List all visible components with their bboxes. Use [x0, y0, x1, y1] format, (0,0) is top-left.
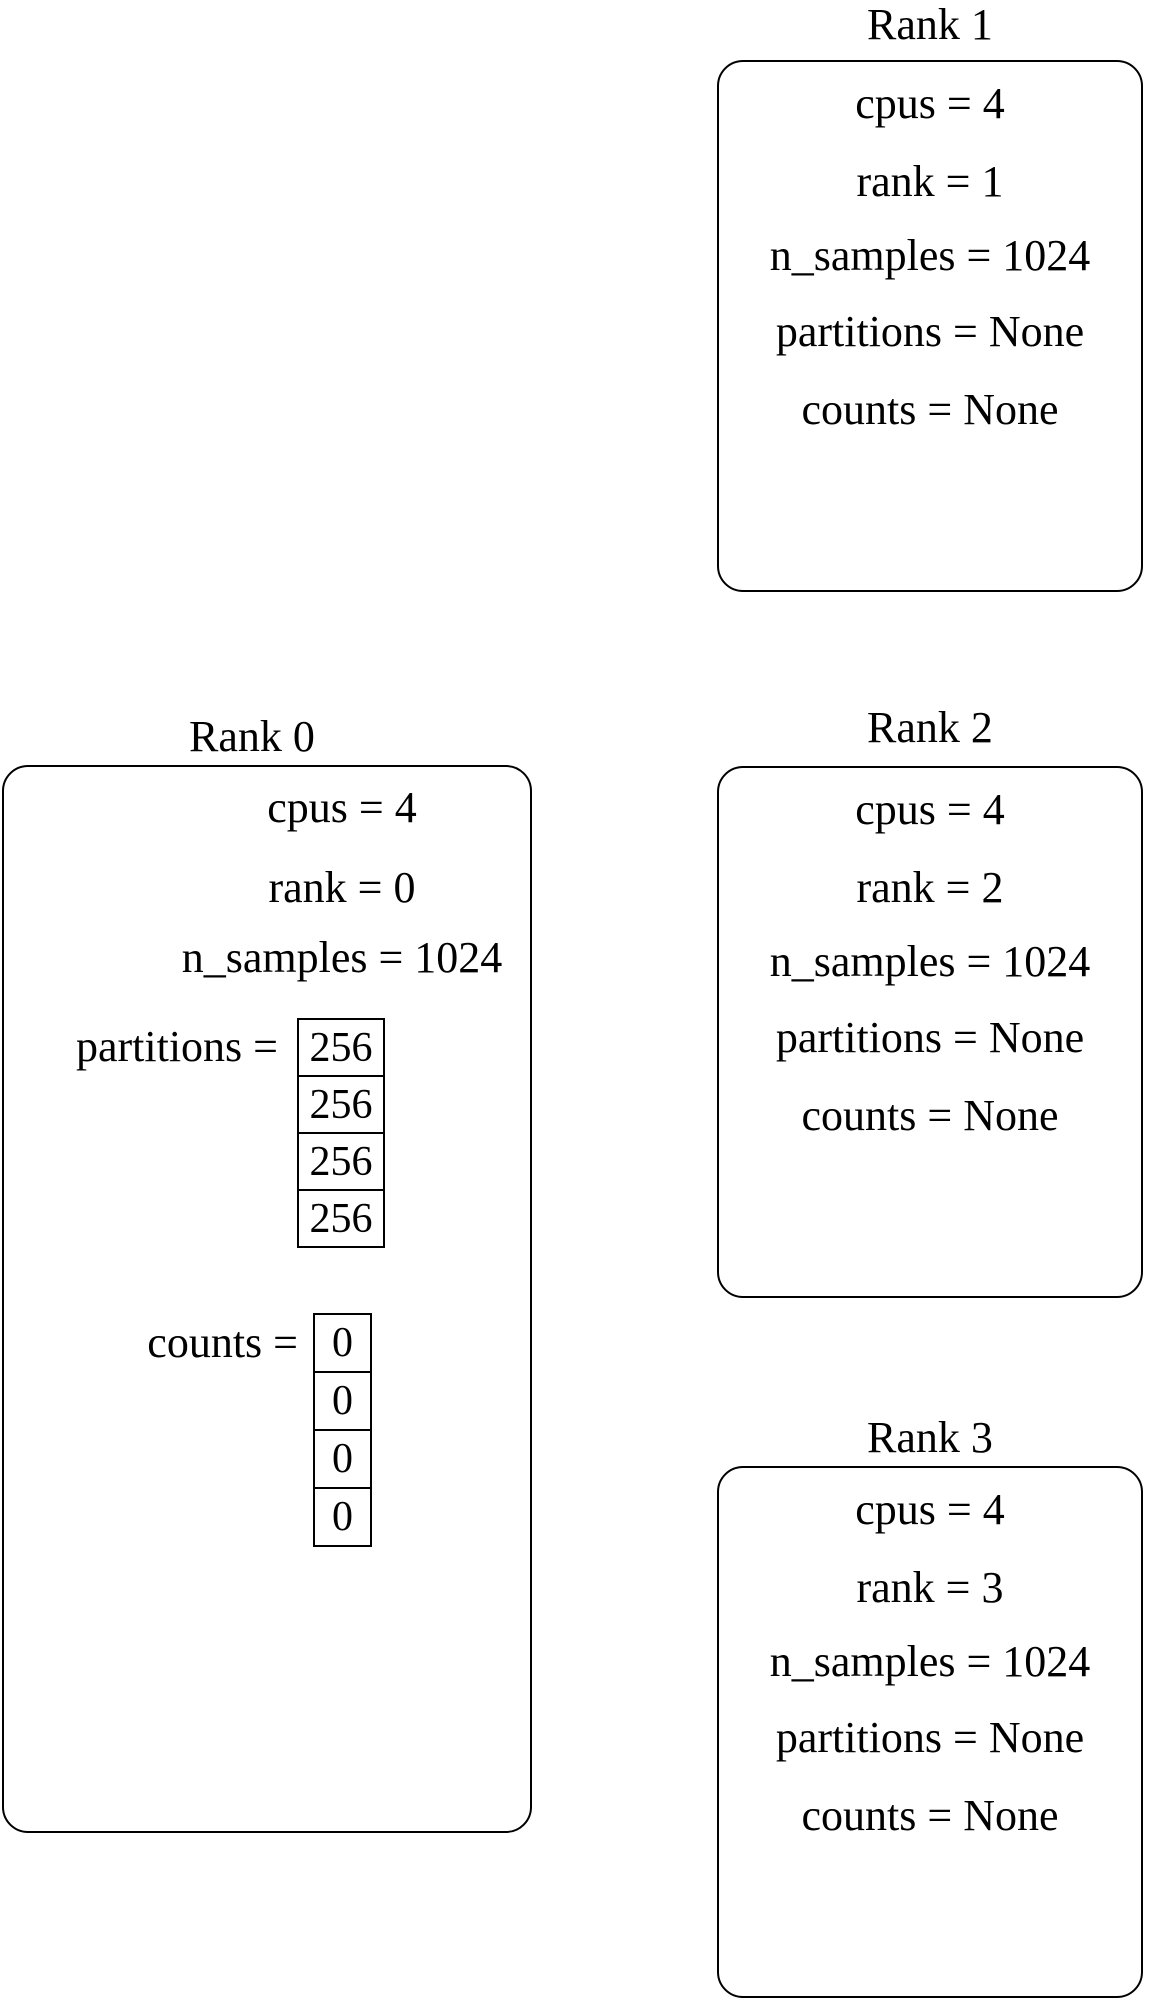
- rank-2-field-cpus: cpus = 4: [855, 785, 1005, 834]
- rank-0-partitions-label: partitions =: [75, 1022, 278, 1071]
- rank-2-field-rank: rank = 2: [856, 863, 1004, 912]
- rank-1-panel: [717, 60, 1143, 592]
- rank-2-field-counts: counts = None: [801, 1091, 1059, 1140]
- counts-cell: 0: [313, 1429, 372, 1489]
- counts-cell: 0: [313, 1371, 372, 1431]
- rank-3-field-n-samples: n_samples = 1024: [769, 1637, 1091, 1686]
- rank-3-panel: [717, 1466, 1143, 1998]
- rank-1-title: Rank 1: [867, 0, 993, 49]
- rank-0-field-rank: rank = 0: [268, 863, 416, 912]
- rank-1-field-cpus: cpus = 4: [855, 79, 1005, 128]
- rank-3-title: Rank 3: [867, 1413, 993, 1462]
- rank-0-panel: [2, 765, 532, 1833]
- rank-0-partitions-array: 256 256 256 256: [297, 1018, 385, 1248]
- partitions-cell: 256: [297, 1189, 385, 1248]
- rank-0-counts-array: 0 0 0 0: [313, 1313, 372, 1547]
- counts-cell: 0: [313, 1487, 372, 1547]
- rank-1-field-n-samples: n_samples = 1024: [769, 231, 1091, 280]
- rank-2-panel: [717, 766, 1143, 1298]
- rank-1-field-rank: rank = 1: [856, 157, 1004, 206]
- rank-3-field-cpus: cpus = 4: [855, 1485, 1005, 1534]
- partitions-cell: 256: [297, 1132, 385, 1191]
- rank-1-field-partitions: partitions = None: [775, 307, 1085, 356]
- rank-3-field-partitions: partitions = None: [775, 1713, 1085, 1762]
- rank-3-field-rank: rank = 3: [856, 1563, 1004, 1612]
- rank-0-field-n-samples: n_samples = 1024: [181, 933, 503, 982]
- rank-2-field-n-samples: n_samples = 1024: [769, 937, 1091, 986]
- rank-3-field-counts: counts = None: [801, 1791, 1059, 1840]
- rank-0-title: Rank 0: [189, 712, 315, 761]
- partitions-cell: 256: [297, 1075, 385, 1134]
- rank-0-field-cpus: cpus = 4: [267, 783, 417, 832]
- rank-2-title: Rank 2: [867, 703, 993, 752]
- rank-1-field-counts: counts = None: [801, 385, 1059, 434]
- partitions-cell: 256: [297, 1018, 385, 1077]
- rank-0-counts-label: counts =: [147, 1318, 298, 1367]
- counts-cell: 0: [313, 1313, 372, 1373]
- rank-2-field-partitions: partitions = None: [775, 1013, 1085, 1062]
